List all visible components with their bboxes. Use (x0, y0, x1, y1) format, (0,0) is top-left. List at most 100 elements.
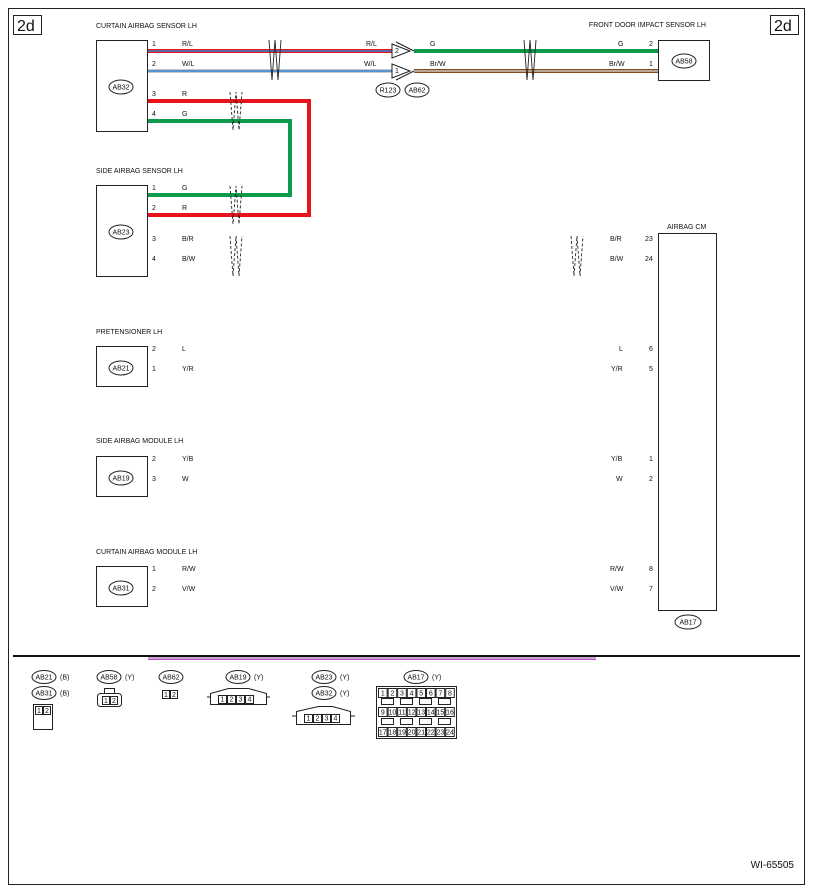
junction-connector: 2 1 R123 AB62 (375, 41, 430, 98)
legend-pin: 2 (316, 716, 320, 723)
legend-pin-cell (397, 707, 407, 717)
wire-color-label: W (616, 476, 623, 483)
curtain-airbag-sensor: CURTAIN AIRBAG SENSOR LH AB32 (96, 23, 197, 132)
airbag-cm-label: AIRBAG CM (667, 224, 706, 231)
legend-color-ab31: (B) (60, 691, 69, 698)
side-airbag-module: SIDE AIRBAG MODULE LH AB19 (96, 438, 183, 497)
junction-connector-oval-2 (404, 82, 430, 98)
legend-pin: 2 (45, 708, 49, 715)
legend-pin-cell (426, 707, 436, 717)
legend-pin-cell (170, 690, 178, 699)
wire-color-label: R (182, 91, 187, 98)
legend-latch-ab17 (400, 698, 413, 705)
legend-pin-cell (426, 727, 436, 737)
legend-pin: 16 (446, 710, 454, 717)
pin-label: 7 (649, 586, 653, 593)
legend-color-ab21: (B) (60, 675, 69, 682)
wire-break-mark (229, 91, 243, 131)
legend-pin-cell (313, 714, 322, 723)
wire-color-label: G (430, 41, 435, 48)
wire-r-loop (148, 99, 311, 217)
pin-label: 2 (152, 61, 156, 68)
wire-break-mark (523, 39, 537, 81)
pin-label: 3 (152, 91, 156, 98)
junction-connector-1: R123 (380, 88, 397, 95)
legend-pin: 1 (221, 697, 225, 704)
legend-latch-ab17 (438, 718, 451, 725)
legend-color-ab58: (Y) (125, 675, 134, 682)
legend-pin-cell (387, 688, 398, 698)
legend-pin: 2 (230, 697, 234, 704)
legend-pin-cell (378, 727, 388, 737)
legend-pin: 3 (400, 691, 404, 698)
legend-pin-cell (378, 688, 388, 698)
legend-pin-cell (322, 714, 331, 723)
legend-pin: 18 (389, 730, 397, 737)
legend-pin: 2 (112, 698, 116, 705)
curtain-sensor-label: CURTAIN AIRBAG SENSOR LH (96, 23, 197, 30)
curtain-module-connector-oval (108, 580, 134, 596)
side-module-label: SIDE AIRBAG MODULE LH (96, 438, 183, 445)
airbag-cm-connector-oval (674, 614, 702, 630)
wire-color-label: G (182, 185, 187, 192)
pretensioner-connector: AB21 (112, 366, 129, 373)
wire-color-label: R/L (182, 41, 193, 48)
pin-label: 5 (649, 366, 653, 373)
pin-label: 3 (152, 476, 156, 483)
pin-label: 6 (649, 346, 653, 353)
legend-pin: 17 (379, 730, 387, 737)
pin-label: 1 (152, 41, 156, 48)
legend-pin: 4 (248, 697, 252, 704)
legend-color-ab19: (Y) (254, 675, 263, 682)
curtain-sensor-connector: AB32 (112, 85, 129, 92)
page-tag-right: 2d (774, 18, 792, 35)
legend-pin-cell (435, 727, 446, 737)
wire-color-label: R (182, 205, 187, 212)
airbag-cm-box (658, 233, 717, 611)
wire-color-label: Y/B (182, 456, 194, 463)
front-sensor-label: FRONT DOOR IMPACT SENSOR LH (589, 22, 706, 29)
wire-color-label: L (619, 346, 623, 353)
legend-pin-cell (406, 707, 417, 717)
legend-pin: 1 (381, 691, 385, 698)
legend-pin-cell (445, 707, 455, 717)
legend-latch-ab17 (381, 718, 394, 725)
legend-pin: 12 (408, 710, 416, 717)
connector-legend: AB21 (B) AB31 (B) 1 2 AB58 (Y) 1 2 AB62 … (31, 670, 457, 739)
legend-oval-ab17 (403, 670, 429, 684)
wire-color-label: R/W (182, 566, 196, 573)
junction-connector-2: AB62 (408, 88, 425, 95)
legend-pin: 3 (325, 716, 329, 723)
curtain-module-label: CURTAIN AIRBAG MODULE LH (96, 549, 197, 556)
junction-connector-oval-1 (375, 82, 401, 98)
legend-id-ab19: AB19 (229, 675, 246, 682)
legend-pin: 14 (427, 710, 435, 717)
legend-pin: 11 (398, 710, 405, 717)
legend-pin: 3 (239, 697, 243, 704)
wire-color-label: B/R (182, 236, 194, 243)
front-door-impact-sensor: FRONT DOOR IMPACT SENSOR LH AB58 (589, 22, 710, 81)
wire-color-label: Y/R (182, 366, 194, 373)
legend-pin-cell (227, 695, 236, 704)
legend-oval-ab23 (311, 670, 337, 684)
front-sensor-connector-oval (671, 53, 697, 69)
pin-label: 23 (645, 236, 653, 243)
wire-color-label: B/W (182, 256, 196, 263)
legend-pin: 9 (381, 710, 385, 717)
pin-label: 2 (152, 456, 156, 463)
wire-color-label: W (182, 476, 189, 483)
junction-pin-lower: 1 (395, 68, 399, 75)
legend-color-ab32: (Y) (340, 691, 349, 698)
pin-label: 3 (152, 236, 156, 243)
legend-pin-cell (445, 688, 455, 698)
legend-pin-cell (245, 695, 254, 704)
legend-pin-cell (387, 727, 398, 737)
legend-pin-cell (445, 727, 455, 737)
legend-pin-cell (397, 727, 407, 737)
legend-latch-ab17 (400, 718, 413, 725)
wire-color-label: Y/R (611, 366, 623, 373)
wire-layer (148, 39, 658, 660)
pin-label: 2 (649, 476, 653, 483)
